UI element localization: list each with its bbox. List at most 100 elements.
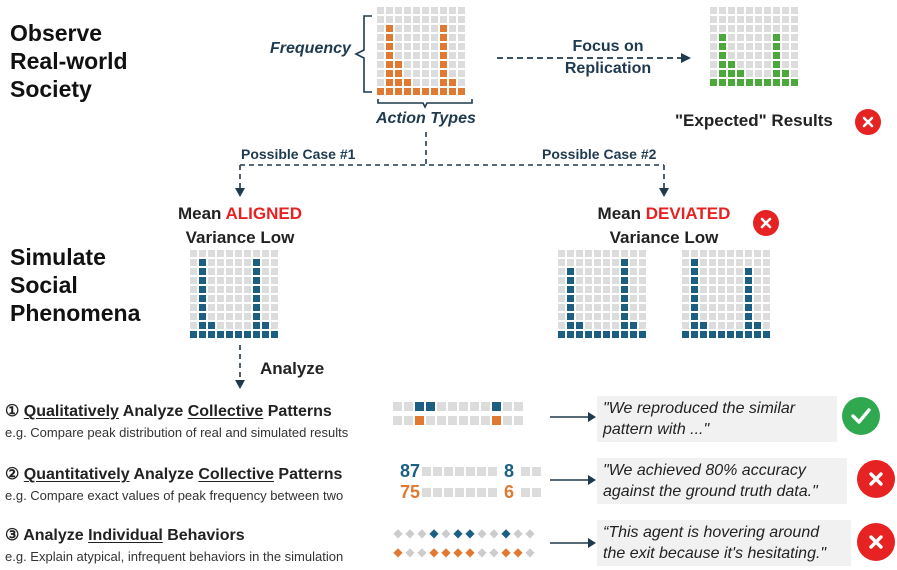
grid-cell [763, 277, 770, 284]
grid-cell [458, 16, 465, 23]
grid-cell [386, 25, 393, 32]
grid-cell [737, 16, 744, 23]
grid-cell [567, 268, 574, 275]
grid-cell [585, 331, 592, 338]
grid-cell [755, 52, 762, 59]
grid-cell [244, 259, 251, 266]
grid-cell [226, 277, 233, 284]
grid-cell [754, 331, 761, 338]
row-cell [481, 402, 490, 411]
grid-cell [682, 304, 689, 311]
grid-cell [612, 286, 619, 293]
grid-cell [719, 16, 726, 23]
grid-cell [745, 322, 752, 329]
grid-cell [700, 304, 707, 311]
grid-cell [612, 304, 619, 311]
grid-cell [585, 268, 592, 275]
grid-cell [736, 277, 743, 284]
quote-2-line-2: against the ground truth data." [603, 483, 818, 500]
grid-cell [719, 25, 726, 32]
grid-cell [244, 286, 251, 293]
grid-cell [567, 322, 574, 329]
grid-cell [773, 70, 780, 77]
grid-cell [404, 70, 411, 77]
grid-cell [737, 61, 744, 68]
grid-cell [682, 250, 689, 257]
grid-cell [719, 61, 726, 68]
grid-cell [691, 313, 698, 320]
grid-cell [764, 43, 771, 50]
grid-cell [244, 295, 251, 302]
grid-cell [737, 25, 744, 32]
grid-cell [199, 268, 206, 275]
analysis-3: ③ Analyze Individual Behaviors e.g. Expl… [5, 525, 343, 564]
grid-cell [449, 7, 456, 14]
grid-cell [271, 286, 278, 293]
grid-cell [404, 61, 411, 68]
grid-cell [217, 331, 224, 338]
grid-cell [700, 295, 707, 302]
row-cell [404, 416, 413, 425]
grid-cell [449, 52, 456, 59]
analysis-1-row-sim [393, 402, 523, 411]
grid-cell [413, 7, 420, 14]
analysis-2-part-2: Analyze [129, 466, 199, 483]
grid-cell [199, 286, 206, 293]
grid-cell [603, 295, 610, 302]
grid-cell [567, 250, 574, 257]
grid-cell [603, 250, 610, 257]
grid-cell [639, 331, 646, 338]
grid-cell [710, 16, 717, 23]
grid-cell [190, 295, 197, 302]
diamond-icon: ◆ [465, 526, 475, 540]
grid-cell [576, 331, 583, 338]
grid-cell [226, 286, 233, 293]
grid-cell [763, 331, 770, 338]
grid-cell [208, 286, 215, 293]
grid-cell [718, 322, 725, 329]
grid-cell [682, 313, 689, 320]
grid-cell [728, 79, 735, 86]
grid-cell [253, 295, 260, 302]
grid-cell [449, 79, 456, 86]
grid-cell [208, 295, 215, 302]
grid-cell [630, 295, 637, 302]
grid-cell [718, 277, 725, 284]
grid-cell [431, 43, 438, 50]
grid-cell [576, 250, 583, 257]
grid-cell [262, 259, 269, 266]
grid-cell [226, 250, 233, 257]
grid-cell [235, 295, 242, 302]
grid-cell [558, 259, 565, 266]
grid-cell [217, 259, 224, 266]
grid-cell [709, 277, 716, 284]
grid-cell [377, 52, 384, 59]
grid-cell [603, 322, 610, 329]
grid-cell [736, 286, 743, 293]
grid-cell [639, 313, 646, 320]
row-cell [393, 402, 402, 411]
grid-cell [440, 88, 447, 95]
grid-cell [727, 268, 734, 275]
grid-cell [422, 7, 429, 14]
grid-cell [558, 304, 565, 311]
row-cell [470, 416, 479, 425]
quote-2-line-1: "We achieved 80% accuracy [603, 462, 806, 479]
grid-cell [718, 304, 725, 311]
grid-cell [558, 277, 565, 284]
grid-cell [431, 88, 438, 95]
simulate-section-title: Simulate Social Phenomena [10, 243, 140, 327]
grid-cell [773, 61, 780, 68]
grid-cell [235, 304, 242, 311]
row-cell [481, 416, 490, 425]
grid-cell [226, 295, 233, 302]
row-cell [426, 416, 435, 425]
grid-cell [208, 304, 215, 311]
grid-cell [594, 313, 601, 320]
grid-cell [763, 304, 770, 311]
grid-cell [253, 268, 260, 275]
grid-cell [764, 61, 771, 68]
grid-cell [736, 259, 743, 266]
grid-cell [262, 277, 269, 284]
grid-cell [558, 295, 565, 302]
